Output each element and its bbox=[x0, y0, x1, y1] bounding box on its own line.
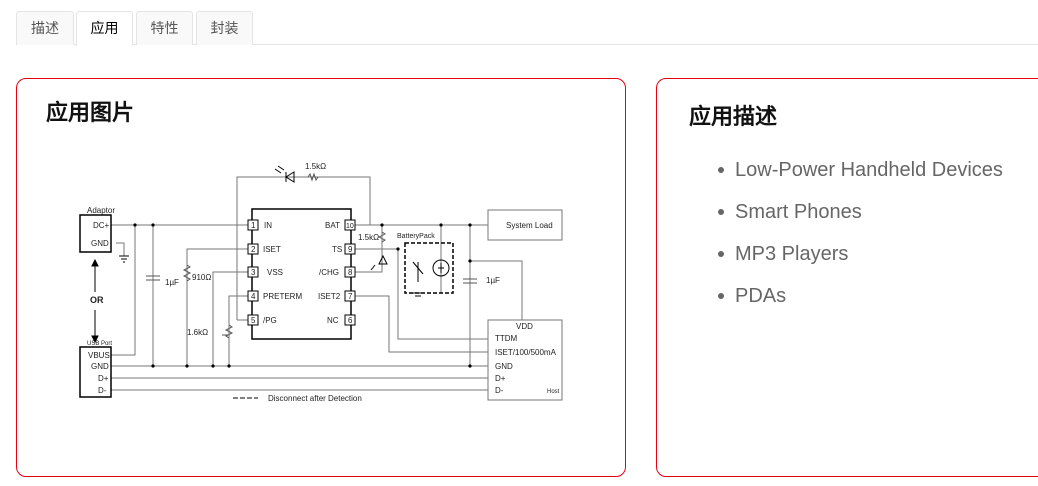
schematic-label: 5 bbox=[251, 316, 256, 325]
schematic-label: 10 bbox=[346, 223, 354, 230]
schematic-label: 8 bbox=[348, 268, 353, 277]
left-pins: 1 IN 2 ISET 3 VSS 4 PRETERM 5/PG bbox=[247, 219, 302, 326]
application-schematic: Adaptor DC+ GND OR USB Port VBUS GND D+ … bbox=[79, 162, 563, 403]
list-item: PDAs bbox=[718, 281, 1003, 323]
schematic-label: ISET bbox=[263, 245, 281, 254]
tab-description[interactable]: 描述 bbox=[16, 11, 74, 45]
schematic-label: 3 bbox=[251, 268, 256, 277]
schematic-label: GND bbox=[91, 362, 109, 371]
schematic-label: VBUS bbox=[88, 351, 110, 360]
schematic-label: 4 bbox=[251, 292, 256, 301]
adaptor-box bbox=[79, 214, 112, 253]
legend-label: Disconnect after Detection bbox=[268, 394, 362, 403]
or-arrows-icon bbox=[91, 258, 99, 344]
battery-icon bbox=[412, 259, 450, 282]
application-description-card: 应用描述 Low-Power Handheld Devices Smart Ph… bbox=[656, 78, 1038, 477]
battery-pack-box bbox=[404, 242, 454, 294]
schematic-label: 7 bbox=[348, 292, 353, 301]
schematic-label: 1µF bbox=[486, 276, 500, 285]
list-item: MP3 Players bbox=[718, 239, 1003, 281]
schematic-label: ISET2 bbox=[318, 292, 341, 301]
card-title: 应用描述 bbox=[689, 104, 778, 129]
schematic-label: D- bbox=[495, 386, 504, 395]
card-title: 应用图片 bbox=[46, 100, 135, 125]
system-load-box bbox=[487, 209, 563, 241]
schematic-label: 6 bbox=[348, 316, 353, 325]
schematic-label: GND bbox=[91, 239, 109, 248]
adaptor-label: Adaptor bbox=[87, 206, 115, 215]
ground-icon bbox=[119, 255, 423, 297]
schematic-label: DC+ bbox=[93, 221, 110, 230]
schematic-label: 1.6kΩ bbox=[187, 328, 208, 337]
schematic-label: GND bbox=[495, 362, 513, 371]
schematic-label: ISET/100/500mA bbox=[495, 348, 557, 357]
schematic-label: TTDM bbox=[495, 334, 518, 343]
right-pins: 10 BAT 9 TS 8/CHG 7 ISET2 6 NC bbox=[318, 219, 356, 326]
schematic-label: /CHG bbox=[319, 268, 339, 277]
ic-chip bbox=[251, 208, 352, 340]
schematic-label: 9 bbox=[348, 245, 353, 254]
schematic-label: BAT bbox=[325, 221, 340, 230]
schematic-label: 1µF bbox=[165, 278, 179, 287]
resistor-icon bbox=[182, 172, 386, 339]
led-icon bbox=[274, 165, 388, 271]
schematic-label: 1.5kΩ bbox=[358, 233, 379, 242]
or-label: OR bbox=[90, 295, 104, 305]
schematic-label: D- bbox=[98, 386, 107, 395]
usb-port-box bbox=[79, 346, 112, 398]
host-box bbox=[487, 319, 563, 401]
schematic-label: VDD bbox=[516, 322, 533, 331]
schematic-label: 2 bbox=[251, 245, 256, 254]
schematic-label: 1 bbox=[251, 221, 256, 230]
application-list: Low-Power Handheld Devices Smart Phones … bbox=[718, 155, 1003, 323]
schematic-label: 910Ω bbox=[192, 273, 211, 282]
schematic-label: /PG bbox=[263, 316, 277, 325]
tab-application[interactable]: 应用 bbox=[76, 11, 133, 46]
schematic-label: D+ bbox=[495, 374, 506, 383]
tab-package[interactable]: 封装 bbox=[196, 11, 253, 45]
list-item: Smart Phones bbox=[718, 197, 1003, 239]
tab-features[interactable]: 特性 bbox=[136, 11, 193, 45]
schematic-label: D+ bbox=[98, 374, 109, 383]
schematic-label: USB Port bbox=[87, 341, 112, 347]
schematic-label: TS bbox=[332, 245, 342, 254]
schematic-label: 1.5kΩ bbox=[305, 162, 326, 171]
schematic-label: Host bbox=[547, 389, 560, 395]
schematic-label: VSS bbox=[267, 268, 283, 277]
schematic-label: IN bbox=[264, 221, 272, 230]
schematic-label: System Load bbox=[506, 221, 553, 230]
schematic-label: NC bbox=[327, 316, 339, 325]
tab-bar: 描述 应用 特性 封装 bbox=[16, 11, 1038, 46]
list-item: Low-Power Handheld Devices bbox=[718, 155, 1003, 197]
schematic-label: PRETERM bbox=[263, 292, 302, 301]
capacitor-icon bbox=[146, 275, 477, 284]
schematic-label: BatteryPack bbox=[397, 233, 435, 240]
